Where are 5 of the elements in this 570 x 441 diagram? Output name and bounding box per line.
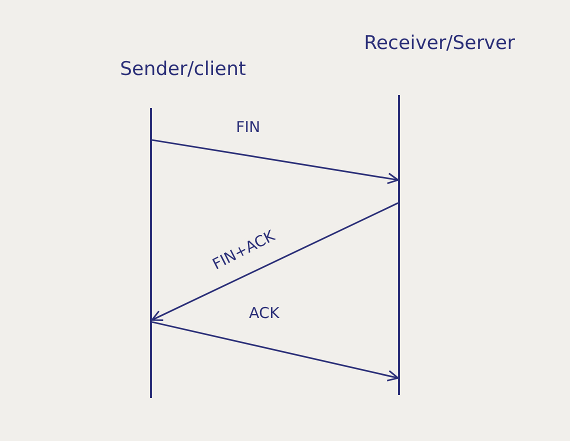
message-arrow [152,321,399,382]
message-arrow [151,202,398,322]
message-arrow [152,139,399,184]
participant-label: Receiver/Server [364,32,515,54]
participant-label: Sender/client [120,58,246,80]
